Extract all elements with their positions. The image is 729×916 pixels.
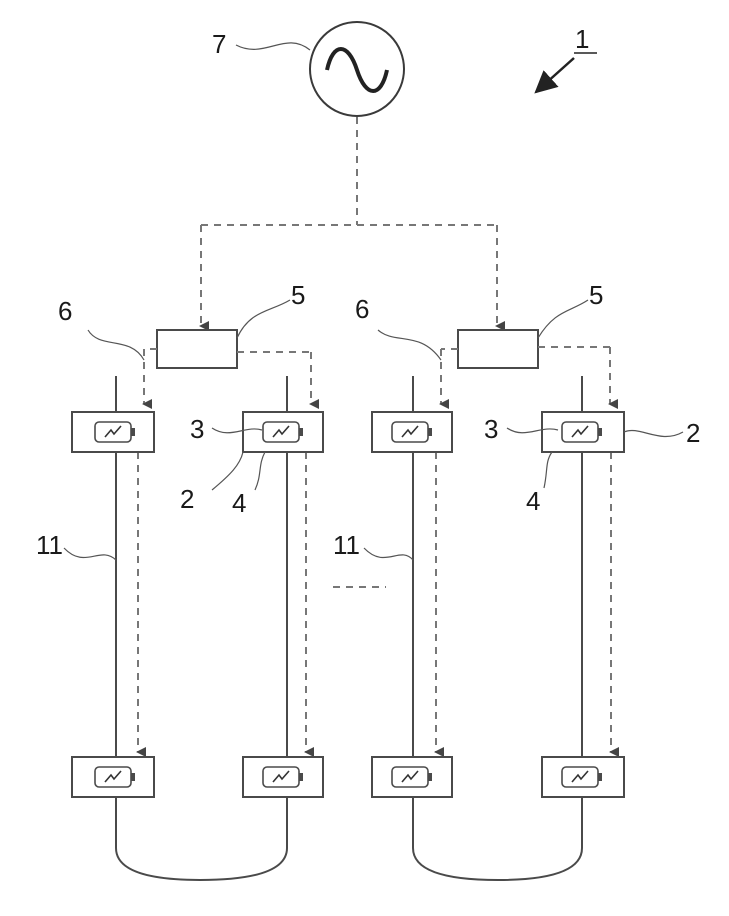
battery-module-bottom-3: [372, 757, 452, 797]
battery-module-top-4: [542, 412, 624, 452]
battery-module-top-2: [243, 412, 323, 452]
label-battery-module-left: 3: [190, 414, 204, 444]
controller-left: [157, 330, 237, 368]
label-string-cable-right: 11: [333, 530, 360, 560]
battery-charge-icon: [392, 767, 432, 787]
label-battery-module-right: 3: [484, 414, 498, 444]
label-cell-left: 4: [232, 488, 246, 518]
label-controller-left: 5: [291, 280, 305, 310]
battery-module-bottom-1: [72, 757, 154, 797]
label-link-left: 6: [58, 296, 72, 326]
label-sensor-left: 2: [180, 484, 194, 514]
battery-charge-icon: [392, 422, 432, 442]
label-controller-right: 5: [589, 280, 603, 310]
signal-lines: [138, 347, 611, 752]
battery-charge-icon: [562, 767, 602, 787]
battery-charge-icon: [95, 422, 135, 442]
battery-module-bottom-2: [243, 757, 323, 797]
label-string-cable-left: 11: [36, 530, 63, 560]
battery-module-top-3: [372, 412, 452, 452]
power-distribution-lines: [201, 117, 497, 326]
battery-charge-icon: [263, 767, 303, 787]
controller-right: [458, 330, 538, 368]
battery-charge-icon: [263, 422, 303, 442]
battery-module-top-1: [72, 412, 154, 452]
system-arrow: [536, 53, 597, 92]
battery-module-bottom-4: [542, 757, 624, 797]
label-power-source: 7: [212, 29, 226, 59]
label-system: 1: [575, 24, 589, 54]
label-link-right: 6: [355, 294, 369, 324]
battery-charge-icon: [562, 422, 602, 442]
battery-charge-icon: [95, 767, 135, 787]
string-cables: [116, 376, 582, 880]
label-sensor-right: 2: [686, 418, 700, 448]
sine-wave-icon: [327, 49, 387, 91]
label-cell-right: 4: [526, 486, 540, 516]
ac-power-source: [310, 22, 404, 116]
